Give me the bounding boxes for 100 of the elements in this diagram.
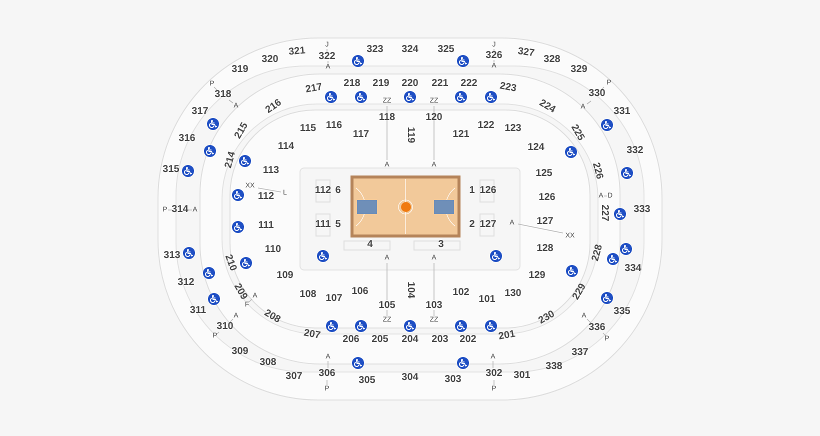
section-number: 110 bbox=[264, 245, 282, 255]
section-number: 102 bbox=[452, 288, 470, 298]
section-number: 109 bbox=[276, 271, 294, 281]
section-number: 222 bbox=[460, 79, 478, 89]
section-number: 3 bbox=[438, 240, 444, 250]
section-number: 226 bbox=[590, 162, 604, 180]
section-number: 311 bbox=[190, 306, 206, 316]
section-number: 208 bbox=[262, 308, 282, 326]
section-number: 203 bbox=[432, 335, 448, 345]
section-number: 220 bbox=[402, 79, 418, 89]
section-number: 330 bbox=[588, 89, 606, 99]
section-number: 202 bbox=[460, 335, 476, 345]
section-number: 126 bbox=[480, 186, 496, 196]
section-number: 214 bbox=[224, 150, 238, 170]
section-number: 128 bbox=[536, 244, 554, 254]
section-number: 332 bbox=[626, 146, 644, 156]
section-number: 118 bbox=[378, 113, 396, 123]
section-number: 315 bbox=[162, 165, 180, 175]
section-number: 5 bbox=[335, 220, 341, 230]
section-number: 325 bbox=[438, 45, 454, 55]
section-number: 116 bbox=[326, 121, 342, 131]
section-number: 229 bbox=[572, 282, 588, 302]
section-number: 336 bbox=[588, 323, 606, 333]
section-number: 206 bbox=[342, 335, 360, 345]
section-number: 303 bbox=[444, 375, 462, 385]
section-number: 302 bbox=[486, 369, 502, 379]
section-number: 227 bbox=[599, 204, 609, 222]
section-number: 123 bbox=[504, 124, 522, 134]
section-number: 106 bbox=[352, 287, 368, 297]
section-number: 113 bbox=[262, 166, 280, 176]
section-number: 205 bbox=[372, 335, 388, 345]
section-number: 124 bbox=[528, 143, 544, 153]
section-number: 321 bbox=[288, 46, 306, 58]
section-number: 324 bbox=[402, 45, 418, 55]
section-number: 305 bbox=[358, 376, 376, 386]
section-number: 114 bbox=[278, 142, 294, 152]
section-number: 338 bbox=[546, 362, 562, 372]
section-number: 104 bbox=[405, 282, 415, 298]
section-number: 334 bbox=[624, 264, 642, 274]
section-number: 112 bbox=[258, 192, 274, 202]
section-number: 112 bbox=[314, 186, 332, 196]
section-number: 201 bbox=[498, 330, 516, 342]
section-number: 312 bbox=[178, 278, 194, 288]
section-number: 101 bbox=[478, 295, 496, 305]
section-number: 333 bbox=[634, 205, 650, 215]
section-number: 328 bbox=[544, 55, 560, 65]
section-number: 121 bbox=[452, 130, 470, 140]
section-number: 307 bbox=[286, 372, 302, 382]
section-number: 4 bbox=[367, 240, 373, 250]
section-number: 119 bbox=[405, 126, 415, 144]
section-number: 127 bbox=[536, 217, 554, 227]
section-number: 309 bbox=[232, 347, 248, 357]
section-number: 223 bbox=[498, 82, 518, 94]
section-number: 331 bbox=[614, 107, 630, 117]
section-number: 6 bbox=[335, 186, 341, 196]
section-number: 105 bbox=[378, 301, 396, 311]
section-number: 120 bbox=[426, 113, 442, 123]
section-number: 107 bbox=[326, 294, 342, 304]
section-number: 317 bbox=[192, 107, 208, 117]
section-number: 125 bbox=[536, 169, 552, 179]
section-number: 117 bbox=[352, 130, 370, 140]
section-number: 301 bbox=[514, 371, 530, 381]
section-number: 127 bbox=[480, 220, 496, 230]
section-number: 1 bbox=[469, 186, 475, 196]
section-number: 224 bbox=[537, 98, 557, 116]
section-number: 115 bbox=[300, 124, 316, 134]
section-number: 218 bbox=[344, 79, 360, 89]
section-number: 323 bbox=[366, 45, 384, 55]
section-number: 228 bbox=[591, 244, 605, 262]
section-number: 219 bbox=[372, 79, 390, 89]
section-number: 316 bbox=[178, 134, 196, 144]
section-number: 318 bbox=[214, 90, 232, 100]
section-number: 130 bbox=[504, 289, 522, 299]
section-number: 204 bbox=[402, 335, 418, 345]
section-number: 221 bbox=[432, 79, 448, 89]
section-number: 111 bbox=[315, 220, 331, 230]
section-number: 215 bbox=[234, 121, 250, 141]
section-number: 320 bbox=[262, 55, 278, 65]
section-number: 126 bbox=[538, 193, 556, 203]
section-number: 319 bbox=[232, 65, 248, 75]
section-number: 2 bbox=[469, 220, 475, 230]
section-number: 329 bbox=[570, 65, 588, 75]
section-number: 129 bbox=[528, 271, 546, 281]
section-number: 111 bbox=[258, 221, 274, 231]
section-number: 122 bbox=[478, 121, 494, 131]
section-number: 230 bbox=[537, 310, 557, 326]
section-number: 225 bbox=[568, 123, 586, 143]
section-number: 209 bbox=[232, 282, 248, 302]
section-number: 327 bbox=[517, 46, 535, 60]
section-number: 322 bbox=[318, 52, 336, 62]
section-number: 304 bbox=[402, 373, 418, 383]
section-number: 216 bbox=[264, 98, 284, 116]
section-number: 207 bbox=[302, 328, 322, 342]
section-number: 210 bbox=[222, 253, 238, 273]
section-number: 306 bbox=[318, 369, 336, 379]
section-number: 310 bbox=[216, 322, 234, 332]
section-number: 308 bbox=[260, 358, 276, 368]
section-number: 217 bbox=[304, 82, 324, 96]
section-number: 108 bbox=[300, 290, 316, 300]
section-number: 313 bbox=[164, 251, 180, 261]
